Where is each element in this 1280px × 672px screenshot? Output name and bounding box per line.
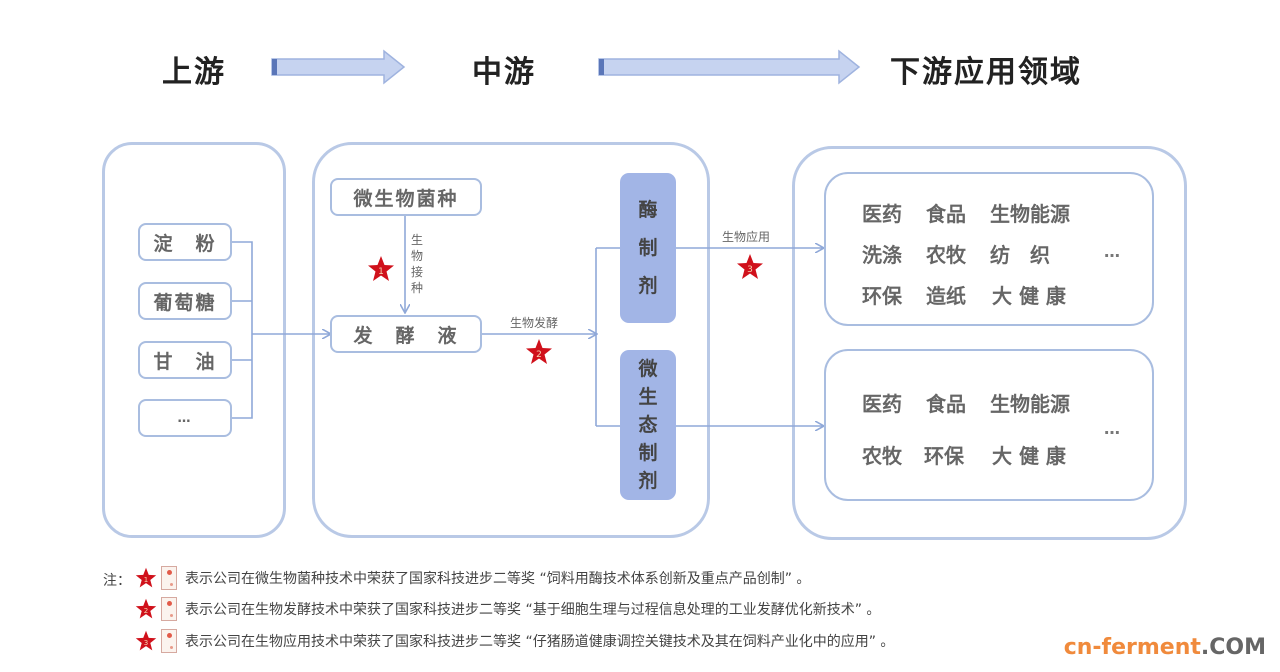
- stage-title-midstream: 中游: [472, 55, 536, 90]
- watermark-logo: cn-ferment.COM: [1064, 635, 1266, 660]
- domain-item: 纺 织: [990, 243, 1050, 267]
- pill-char: 态: [638, 414, 658, 436]
- upstream-item-more: …: [138, 399, 232, 437]
- domain-item: 洗涤: [862, 243, 902, 267]
- domain-item: 生物能源: [990, 392, 1070, 416]
- stage-title-downstream: 下游应用领域: [890, 55, 1082, 90]
- domain-item: 大 健 康: [992, 444, 1066, 468]
- domain-row: 洗涤 农牧 纺 织: [862, 239, 1050, 268]
- domain-item: 农牧: [926, 243, 966, 267]
- domain-item: 环保: [924, 444, 964, 468]
- star-number: 2: [536, 350, 542, 360]
- pill-char: 生: [638, 386, 658, 408]
- note-text: 表示公司在生物应用技术中荣获了国家科技进步二等奖 “仔猪肠道健康调控关键技术及其…: [185, 634, 895, 650]
- fermentation-broth-box: 发 酵 液: [330, 315, 482, 353]
- inoculation-char: 种: [410, 281, 423, 295]
- upstream-to-midstream-arrow-icon: [271, 49, 406, 85]
- microecological-preparation-pill: 微 生 态 制 剂: [620, 350, 676, 500]
- fermentation-label: 生物发酵: [510, 316, 559, 330]
- midstream-to-downstream-arrow-icon: [598, 49, 861, 85]
- inoculation-char: 物: [410, 249, 423, 263]
- upstream-item-glucose: 葡萄糖: [138, 282, 232, 320]
- star-number: 2: [144, 606, 149, 615]
- star-number: 1: [378, 267, 384, 277]
- note-text: 表示公司在微生物菌种技术中荣获了国家科技进步二等奖 “饲料用酶技术体系创新及重点…: [185, 571, 811, 587]
- pill-char: 微: [638, 358, 658, 380]
- pill-char: 制: [638, 237, 658, 259]
- domain-item: 环保: [862, 284, 902, 308]
- star-number: 3: [747, 265, 753, 275]
- watermark-brand: cn-ferment: [1063, 635, 1201, 660]
- domain-item: 农牧: [862, 444, 902, 468]
- domain-item: 医药: [862, 392, 902, 416]
- upstream-item-glycerol: 甘 油: [138, 341, 232, 379]
- pill-char: 剂: [638, 275, 658, 297]
- microeco-application-domains: 医药 食品 生物能源 农牧 环保 大 健 康 …: [824, 349, 1154, 501]
- award-star-2-icon: 2: [135, 598, 157, 619]
- domain-item: 食品: [926, 392, 966, 416]
- pill-char: 制: [638, 442, 658, 464]
- inoculation-label: 生 物 接 种: [410, 232, 424, 296]
- award-star-2-icon: 2: [526, 339, 552, 364]
- award-star-1-icon: 1: [368, 256, 394, 281]
- more-domains-ellipsis: …: [1104, 419, 1120, 438]
- star-number: 3: [144, 638, 149, 647]
- certificate-icon: [161, 566, 177, 590]
- enzyme-application-domains: 医药 食品 生物能源 洗涤 农牧 纺 织 环保 造纸 大 健 康 …: [824, 172, 1154, 326]
- inoculation-char: 接: [410, 265, 423, 279]
- domain-item: 造纸: [926, 284, 966, 308]
- certificate-icon: [161, 597, 177, 621]
- pill-char: 酶: [638, 199, 658, 221]
- award-star-3-icon: 3: [135, 630, 157, 651]
- application-label: 生物应用: [722, 230, 771, 244]
- certificate-icon: [161, 629, 177, 653]
- domain-item: 生物能源: [990, 202, 1070, 226]
- domain-item: 大 健 康: [992, 284, 1066, 308]
- domain-row: 农牧 环保 大 健 康: [862, 440, 1066, 469]
- watermark-suffix: .COM: [1200, 635, 1266, 660]
- inoculation-char: 生: [410, 233, 423, 247]
- award-star-1-icon: 1: [135, 567, 157, 588]
- enzyme-preparation-pill: 酶 制 剂: [620, 173, 676, 323]
- star-number: 1: [144, 575, 149, 584]
- more-domains-ellipsis: …: [1104, 242, 1120, 261]
- award-star-3-icon: 3: [737, 254, 763, 279]
- domain-item: 食品: [926, 202, 966, 226]
- domain-row: 环保 造纸 大 健 康: [862, 280, 1066, 309]
- domain-row: 医药 食品 生物能源: [862, 388, 1070, 417]
- note-item-2: 2 表示公司在生物发酵技术中荣获了国家科技进步二等奖 “基于细胞生理与过程信息处…: [135, 597, 880, 621]
- note-text: 表示公司在生物发酵技术中荣获了国家科技进步二等奖 “基于细胞生理与过程信息处理的…: [185, 602, 881, 618]
- notes-prefix: 注：: [103, 573, 131, 589]
- domain-row: 医药 食品 生物能源: [862, 198, 1070, 227]
- note-item-1: 1 表示公司在微生物菌种技术中荣获了国家科技进步二等奖 “饲料用酶技术体系创新及…: [135, 566, 810, 590]
- domain-item: 医药: [862, 202, 902, 226]
- upstream-panel: [102, 142, 286, 538]
- upstream-item-starch: 淀 粉: [138, 223, 232, 261]
- note-item-3: 3 表示公司在生物应用技术中荣获了国家科技进步二等奖 “仔猪肠道健康调控关键技术…: [135, 629, 894, 653]
- microbial-strain-box: 微生物菌种: [330, 178, 482, 216]
- stage-title-upstream: 上游: [162, 55, 226, 90]
- pill-char: 剂: [638, 470, 658, 492]
